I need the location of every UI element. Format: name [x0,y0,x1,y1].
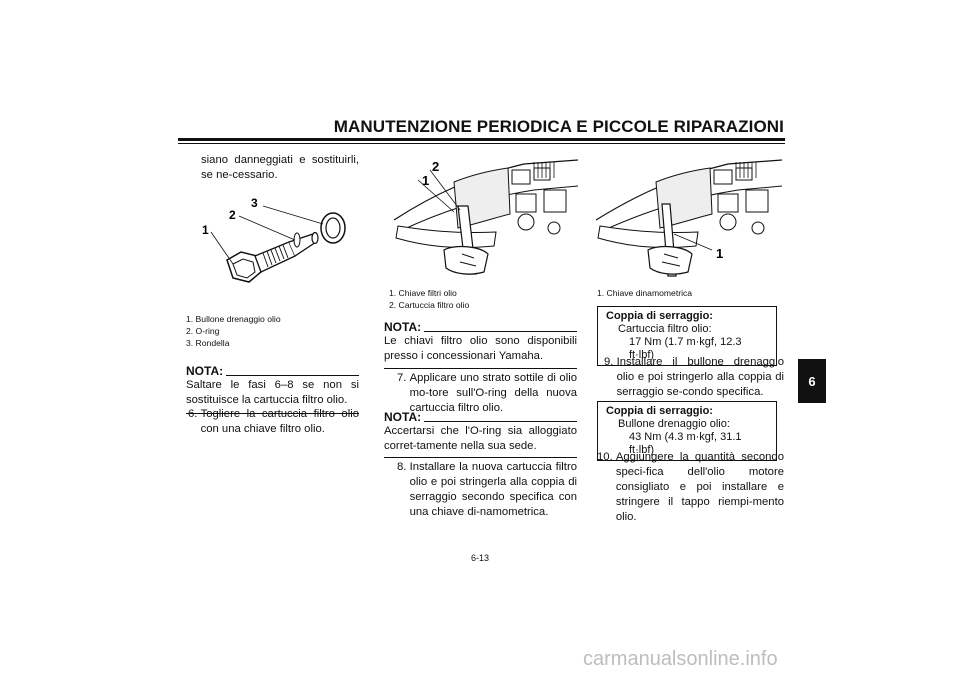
nota-divider [186,413,359,414]
nota-heading: NOTA: [384,410,577,424]
nota-text: Le chiavi filtro olio sono disponibili p… [384,335,577,362]
torque-box-1: Coppia di serraggio: Cartuccia filtro ol… [597,306,777,366]
step-number: 6. [188,408,201,420]
caption-item: 2. Cartuccia filtro olio [389,300,470,310]
torque-item: Cartuccia filtro olio: [618,323,712,335]
drain-bolt-figure: 1 2 3 [202,196,346,283]
step-7: 7. Applicare uno strato sottile di olio … [397,371,577,416]
torque-box-2: Coppia di serraggio: Bullone drenaggio o… [597,401,777,461]
nota-label: NOTA: [384,410,422,424]
intro-text: siano danneggiati e sostituirli, se ne-c… [201,154,359,181]
watermark: carmanualsonline.info [583,648,778,670]
nota-block-2: NOTA: Le chiavi filtro olio sono disponi… [384,320,577,369]
torque-heading: Coppia di serraggio: [606,405,713,417]
step-10: 10. Aggiungere la quantità secondo speci… [597,450,784,525]
page-title: MANUTENZIONE PERIODICA E PICCOLE RIPARAZ… [333,117,784,136]
caption-item: 1. Chiave filtri olio [389,288,457,298]
chapter-tab: 6 [798,359,826,403]
figure1-caption: 1. Bullone drenaggio olio 2. O-ring 3. R… [186,313,356,349]
caption-item: 1. Chiave dinamometrica [597,288,693,298]
step-text: Aggiungere la quantità secondo speci-fic… [615,451,784,523]
step-number: 7. [397,372,410,384]
callout-1: 1 [422,173,429,188]
callout-1: 1 [716,246,723,261]
nota-text: Saltare le fasi 6–8 se non si sostituisc… [186,379,359,406]
torque-wrench-figure: 1 [592,154,782,280]
step-text: Installare la nuova cartuccia filtro oli… [409,461,577,518]
header-rule [178,138,785,141]
torque-heading: Coppia di serraggio: [606,310,713,322]
figure3-caption: 1. Chiave dinamometrica [597,287,777,299]
step-number: 9. [604,356,617,368]
callout-2: 2 [229,208,236,222]
callout-2: 2 [432,159,439,174]
torque-item: Bullone drenaggio olio: [618,418,730,430]
nota-heading: NOTA: [186,364,359,378]
step-number: 10. [597,451,616,463]
nota-heading: NOTA: [384,320,577,334]
step-text: Applicare uno strato sottile di olio mo-… [409,372,577,414]
page-number: 6-13 [470,553,489,563]
nota-divider [384,368,577,369]
torque-value: 43 Nm (4.3 m·kgf, 31.1 ft·lbf) [629,431,742,456]
step-number: 8. [397,461,410,473]
callout-3: 3 [251,196,258,210]
nota-block-3: NOTA: Accertarsi che l'O-ring sia allogg… [384,410,577,458]
caption-item: 3. Rondella [186,338,230,348]
caption-item: 1. Bullone drenaggio olio [186,314,281,324]
step-8: 8. Installare la nuova cartuccia filtro … [397,460,577,520]
figure2-caption: 1. Chiave filtri olio 2. Cartuccia filtr… [389,287,574,311]
callout-1: 1 [202,223,209,237]
step-text: Togliere la cartuccia filtro olio con un… [200,408,359,435]
step-9: 9. Installare il bullone drenaggio olio … [604,355,784,400]
header-rule-thin [178,143,785,144]
step-6: 6. Togliere la cartuccia filtro olio con… [188,407,359,437]
nota-label: NOTA: [186,364,224,378]
nota-block-1: NOTA: Saltare le fasi 6–8 se non si sost… [186,364,359,414]
torque-value: 17 Nm (1.7 m·kgf, 12.3 ft·lbf) [629,336,742,361]
caption-item: 2. O-ring [186,326,220,336]
nota-label: NOTA: [384,320,422,334]
nota-divider [384,457,577,458]
nota-text: Accertarsi che l'O-ring sia alloggiato c… [384,425,577,452]
step-text: Installare il bullone drenaggio olio e p… [616,356,784,398]
filter-wrench-figure: 2 1 [384,154,578,280]
